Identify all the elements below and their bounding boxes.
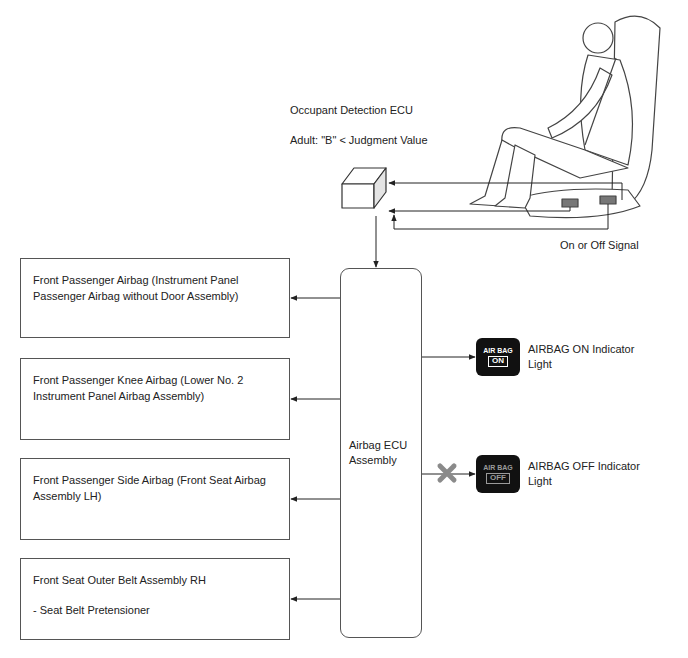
box-text: - Seat Belt Pretensioner (33, 603, 277, 619)
ecu-block: Occupant Detection ECU Adult: "B" < Judgm… (288, 100, 488, 210)
indicator-text: AIR BAG (483, 347, 513, 355)
indicator-icon: AIR BAGON (476, 338, 520, 376)
indicator-label: AIRBAG ON Indicator Light (528, 342, 648, 373)
component-box: Front Passenger Airbag (Instrument Panel… (20, 258, 290, 338)
indicator-text: AIR BAG (483, 464, 513, 472)
box-text: Airbag ECU Assembly (349, 438, 413, 469)
indicator-text: OFF (486, 473, 510, 484)
connector-arrow (291, 298, 340, 299)
seat-figure (470, 16, 660, 217)
indicator-text: ON (488, 356, 508, 367)
component-box: Front Passenger Knee Airbag (Lower No. 2… (20, 358, 290, 440)
connector-arrow (422, 474, 475, 475)
cross-mark (440, 466, 454, 480)
signal-label: On or Off Signal (560, 238, 670, 253)
signal-wire (389, 183, 622, 229)
connector-arrow (291, 599, 340, 600)
component-box: Front Seat Outer Belt Assembly RH - Seat … (20, 558, 290, 640)
ecu-label: Occupant Detection ECU (290, 104, 413, 116)
box-text: Front Seat Outer Belt Assembly RH (33, 573, 277, 589)
box-text: Front Passenger Airbag (Instrument Panel… (33, 273, 277, 305)
ecu-3d-box (340, 164, 388, 210)
connector-arrow (422, 357, 475, 358)
indicator-icon: AIR BAGOFF (476, 455, 520, 493)
indicator-label: AIRBAG OFF Indicator Light (528, 459, 653, 490)
component-box: Front Passenger Side Airbag (Front Seat … (20, 458, 290, 540)
box-text: Front Passenger Side Airbag (Front Seat … (33, 473, 277, 505)
connector-arrow (376, 216, 377, 267)
ecu-box: Airbag ECU Assembly (340, 268, 422, 638)
connector-arrow (291, 399, 340, 400)
connector-arrow (291, 499, 340, 500)
box-text: Front Passenger Knee Airbag (Lower No. 2… (33, 373, 277, 405)
ecu-label: Adult: "B" < Judgment Value (290, 134, 428, 146)
